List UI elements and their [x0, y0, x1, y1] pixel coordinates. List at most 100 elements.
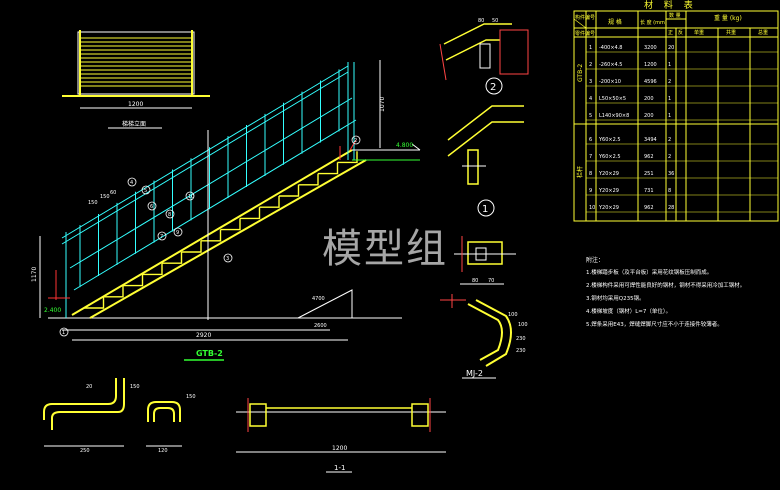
- header-qty-pos: 正: [668, 30, 673, 36]
- table-cell: 1200: [644, 62, 657, 68]
- table-cell: 28: [668, 205, 674, 211]
- stair-tread: [318, 162, 339, 175]
- header-length: 长 度 (mm): [640, 19, 667, 26]
- hook-dim-4: 150: [186, 394, 196, 400]
- table-cell: 1: [589, 45, 592, 51]
- drawing-title: GTB-2: [196, 349, 223, 358]
- table-cell: 3200: [644, 45, 657, 51]
- table-cell: 731: [644, 188, 654, 194]
- table-cell: 200: [644, 96, 654, 102]
- callout-bubble: [223, 253, 233, 263]
- stair-tread: [84, 296, 105, 309]
- table-cell: -260×4.5: [599, 62, 623, 68]
- mj2-detail: 100 100 230 230 MJ-2: [440, 294, 528, 379]
- callout-label: 1: [62, 330, 65, 336]
- elevation-top: 4.800: [396, 142, 413, 149]
- table-title: 材 料 表: [644, 0, 697, 11]
- small-dim-3: 80: [472, 278, 478, 284]
- note-4: 4.楼梯坡度（钢材）L=7（单位）。: [586, 307, 671, 315]
- table-cell: 2: [668, 137, 671, 143]
- header-total-weight: 共重: [726, 29, 736, 36]
- section-width-dim: 1200: [332, 445, 347, 452]
- table-cell: 3: [589, 79, 592, 85]
- callout-bubble: [185, 191, 195, 201]
- table-cell: 4: [589, 96, 592, 102]
- angle-dim-1: 100: [508, 312, 518, 318]
- note-2: 2.楼梯构件采用可焊性能良好的钢材，钢材不得采用冷加工钢材。: [586, 281, 745, 289]
- detail-1: 1: [447, 105, 524, 217]
- material-table: 材 料 表 构件编号 零件编号 规 格 长 度 (mm) 数 量 正 反 重 量…: [573, 0, 779, 222]
- callout-label: 9: [176, 230, 179, 236]
- stair-tread: [298, 173, 319, 186]
- table-cell: -400×4.8: [599, 45, 623, 51]
- hook-details: 20 250 150 150 120: [43, 378, 196, 454]
- bottom-run-dim: 2600: [314, 323, 327, 329]
- header-member: 构件编号: [575, 14, 595, 21]
- table-cell: Y60×2.5: [598, 154, 621, 160]
- note-3: 3.钢材均采用Q235钢。: [586, 294, 645, 302]
- table-cell: Y20×29: [598, 205, 619, 211]
- callout-label: 3: [226, 256, 229, 262]
- stair-tread: [259, 196, 280, 208]
- table-cell: 1: [668, 62, 671, 68]
- callout-bubble: [351, 135, 361, 145]
- callout-label: 7: [160, 234, 163, 240]
- note-1: 1.楼梯踏步板（及平台板）采用花纹钢板压制而成。: [586, 268, 712, 276]
- callout-bubble: [147, 201, 157, 211]
- top-rise-dim: 1070: [379, 97, 386, 112]
- header-qty: 数 量: [669, 12, 681, 19]
- stair-tread: [123, 274, 144, 287]
- elevation-bottom: 2.400: [44, 307, 61, 314]
- stair-tread: [279, 184, 300, 197]
- callout-bubble: [157, 231, 167, 241]
- hook-dim-3: 150: [130, 384, 140, 390]
- table-cell: 962: [644, 205, 654, 211]
- small-dim-1: 80: [478, 18, 484, 24]
- table-cell: 2: [668, 154, 671, 160]
- callout-bubble: [141, 185, 151, 195]
- callout-bubble: [165, 209, 175, 219]
- plan-caption: 梯梯立面: [122, 120, 146, 128]
- callout-bubble: [127, 177, 137, 187]
- stair-tread: [201, 229, 222, 242]
- header-unit-weight: 单重: [694, 29, 704, 36]
- table-cell: 2: [589, 62, 592, 68]
- callout-label: 4: [130, 180, 133, 186]
- notes-title: 附注：: [586, 256, 604, 264]
- header-spec: 规 格: [608, 18, 622, 26]
- table-cell: 200: [644, 113, 654, 119]
- header-qty-neg: 反: [678, 29, 683, 36]
- header-part-no: 零件编号: [575, 30, 595, 37]
- table-cell: 9: [589, 188, 592, 194]
- callout-bubble: [173, 227, 183, 237]
- table-cell: 36: [668, 171, 674, 177]
- table-cell: 962: [644, 154, 654, 160]
- table-cell: 2: [668, 79, 671, 85]
- stair-elevation: 4.800 1070 1170 2.400 2920 2600 4700 150…: [31, 60, 421, 361]
- slope-dim: 4700: [312, 296, 325, 302]
- header-weight: 重 量 (kg): [714, 14, 742, 22]
- detail-2-number: 2: [490, 82, 496, 93]
- table-cell: 8: [589, 171, 592, 177]
- angle-dim-4: 230: [516, 348, 526, 354]
- table-cell: L50×50×5: [599, 96, 626, 102]
- stair-tread: [337, 151, 358, 164]
- section-1-1: 1200 1-1: [236, 398, 446, 473]
- detail-1-number: 1: [482, 204, 488, 215]
- mj2-title: MJ-2: [466, 369, 483, 378]
- table-cell: 8: [668, 188, 671, 194]
- plan-width-dim: 1200: [128, 101, 143, 108]
- left-height-dim: 1170: [31, 267, 38, 282]
- notes: 附注： 1.楼梯踏步板（及平台板）采用花纹钢板压制而成。 2.楼梯构件采用可焊性…: [586, 256, 745, 328]
- hook-dim-2: 250: [80, 448, 90, 454]
- stair-tread: [220, 218, 241, 231]
- table-cell: 10: [589, 205, 595, 211]
- stair-tread: [162, 252, 183, 264]
- section-title: 1-1: [334, 464, 345, 472]
- table-cell: 5: [589, 113, 592, 119]
- connector-detail: 80 70: [454, 236, 516, 285]
- table-cell: -200×10: [599, 79, 621, 85]
- callout-label: 10: [188, 194, 194, 200]
- callout-label: 8: [168, 212, 171, 218]
